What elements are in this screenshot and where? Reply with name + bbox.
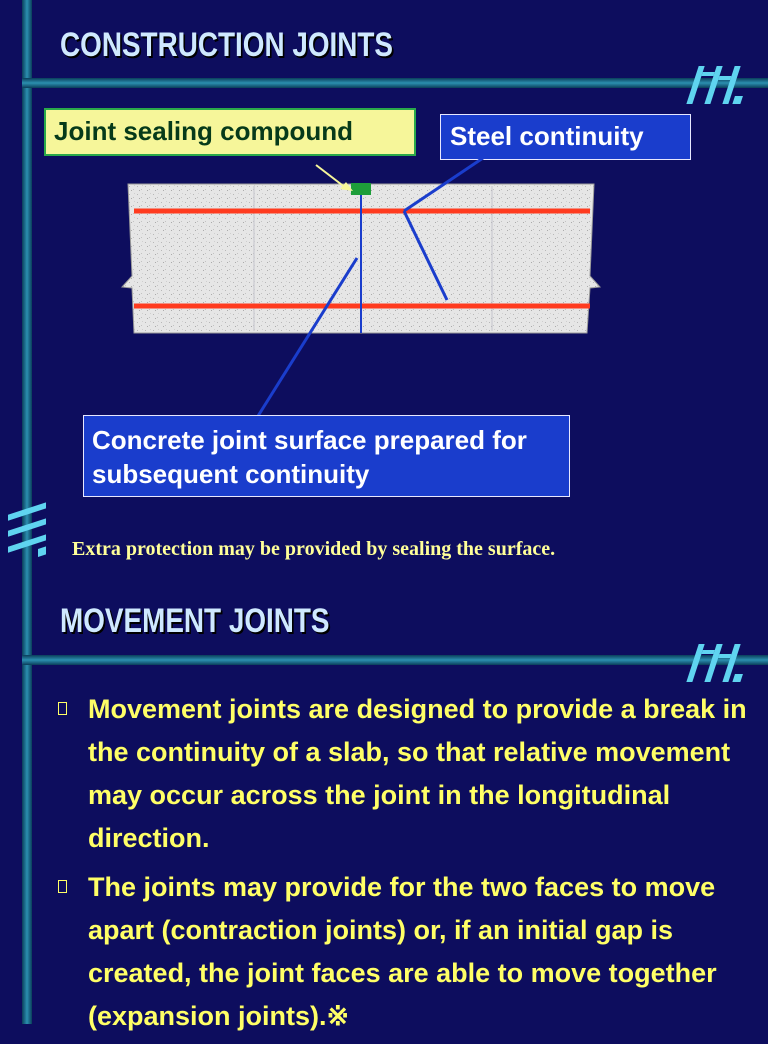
section-title-movement-joints: MOVEMENT JOINTS [60, 602, 330, 640]
title-underline-bar-2 [22, 655, 768, 665]
surface-leader-line [256, 257, 359, 417]
bullet-box-icon [58, 702, 67, 715]
protection-note: Extra protection may be provided by seal… [72, 538, 556, 560]
sealing-leader-arrowhead [340, 182, 353, 191]
callout-concrete-joint-surface: Concrete joint surface prepared for subs… [83, 415, 570, 497]
stripe-logo-icon [686, 644, 743, 682]
joint-sealant-block [351, 183, 371, 195]
stripe-logo-icon [8, 502, 46, 557]
stripe-logo-icon [686, 66, 743, 104]
bullet-box-icon [58, 880, 67, 893]
steel-leader-line-lower [402, 210, 449, 301]
movement-joints-bullet-list: Movement joints are designed to provide … [58, 688, 758, 1044]
title-underline-bar-1 [22, 78, 768, 88]
sealing-leader-line [315, 164, 347, 189]
section-title-construction-joints: CONSTRUCTION JOINTS [60, 26, 394, 64]
steel-leader-line-upper [403, 156, 484, 213]
callout-joint-sealing-compound: Joint sealing compound [44, 108, 416, 156]
bullet-text: The joints may provide for the two faces… [88, 872, 717, 1031]
callout-steel-continuity: Steel continuity [440, 114, 691, 160]
list-item: Movement joints are designed to provide … [58, 688, 758, 860]
list-item: The joints may provide for the two faces… [58, 866, 758, 1038]
construction-joint-diagram [120, 156, 602, 417]
bullet-text: Movement joints are designed to provide … [88, 694, 747, 853]
